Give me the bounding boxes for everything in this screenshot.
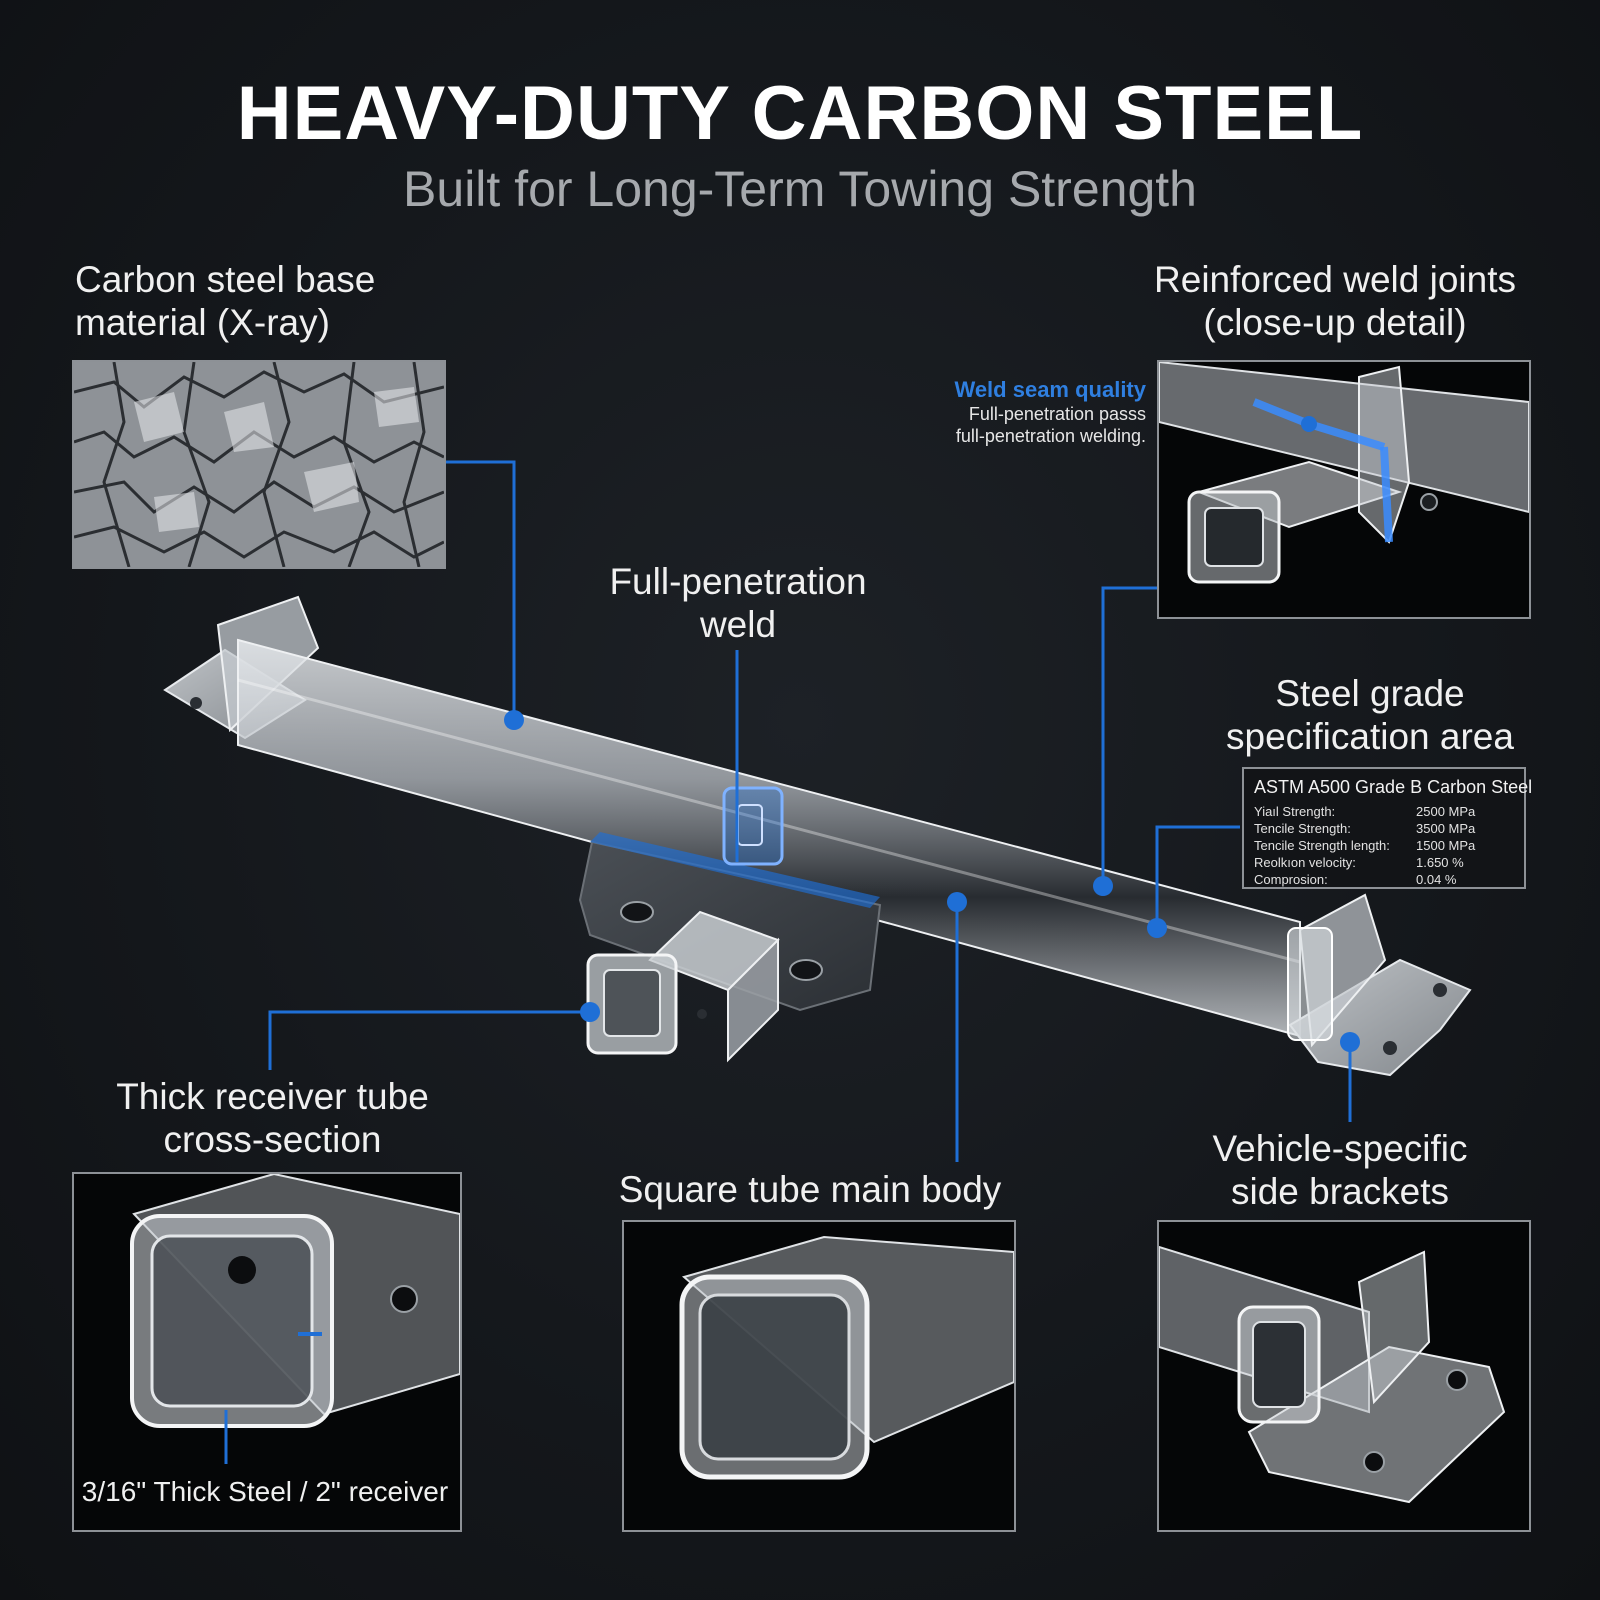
receiver-cross-section-panel (72, 1172, 462, 1532)
spec-row: Tencile Strength:3500 MPa (1254, 821, 1476, 836)
leader-steel-grade (1155, 825, 1240, 928)
right-side-bracket (1287, 893, 1472, 1077)
leader-dots (504, 710, 1360, 1052)
spec-row: Reolkıon velocity:1.650 % (1254, 855, 1464, 870)
label-base-material: Carbon steel base material (X-ray) (75, 259, 376, 343)
square-tube-panel (622, 1220, 1016, 1532)
weld-seam-callout: Weld seam quality Full-penetration passs… (954, 377, 1146, 446)
thickness-caption: 3/16" Thick Steel / 2" receiver (81, 1476, 449, 1507)
label-weld-joints: Reinforced weld joints (close-up detail) (1154, 259, 1516, 343)
label-full-penetration-weld: Full-penetration weld (609, 561, 867, 645)
side-brackets-panel (1157, 1220, 1531, 1532)
label-steel-grade: Steel grade specification area (1226, 673, 1514, 757)
leader-receiver-tube (268, 1010, 590, 1070)
xray-material-panel (72, 360, 446, 569)
label-side-brackets: Vehicle-specific side brackets (1212, 1128, 1468, 1212)
spec-title: ASTM A500 Grade B Carbon Steel (1254, 777, 1533, 797)
spec-row: Comprosion:0.04 % (1254, 872, 1457, 887)
leader-weld-joints (1101, 586, 1157, 886)
page-subtitle: Built for Long-Term Towing Strength (403, 161, 1197, 217)
spec-row: Tencile Strength length:1500 MPa (1254, 838, 1476, 853)
steel-spec-box: ASTM A500 Grade B Carbon Steel Yiaıl Str… (1242, 767, 1533, 889)
page-title: HEAVY-DUTY CARBON STEEL (236, 71, 1364, 156)
spec-row: Yiaıl Strength:2500 MPa (1254, 804, 1476, 819)
label-receiver-tube: Thick receiver tube cross-section (116, 1076, 429, 1160)
label-main-body: Square tube main body (618, 1169, 1002, 1210)
receiver-tube (586, 910, 780, 1063)
weld-closeup-panel (1157, 360, 1531, 619)
leader-lines (268, 460, 1352, 1162)
leader-base-material (444, 460, 516, 720)
